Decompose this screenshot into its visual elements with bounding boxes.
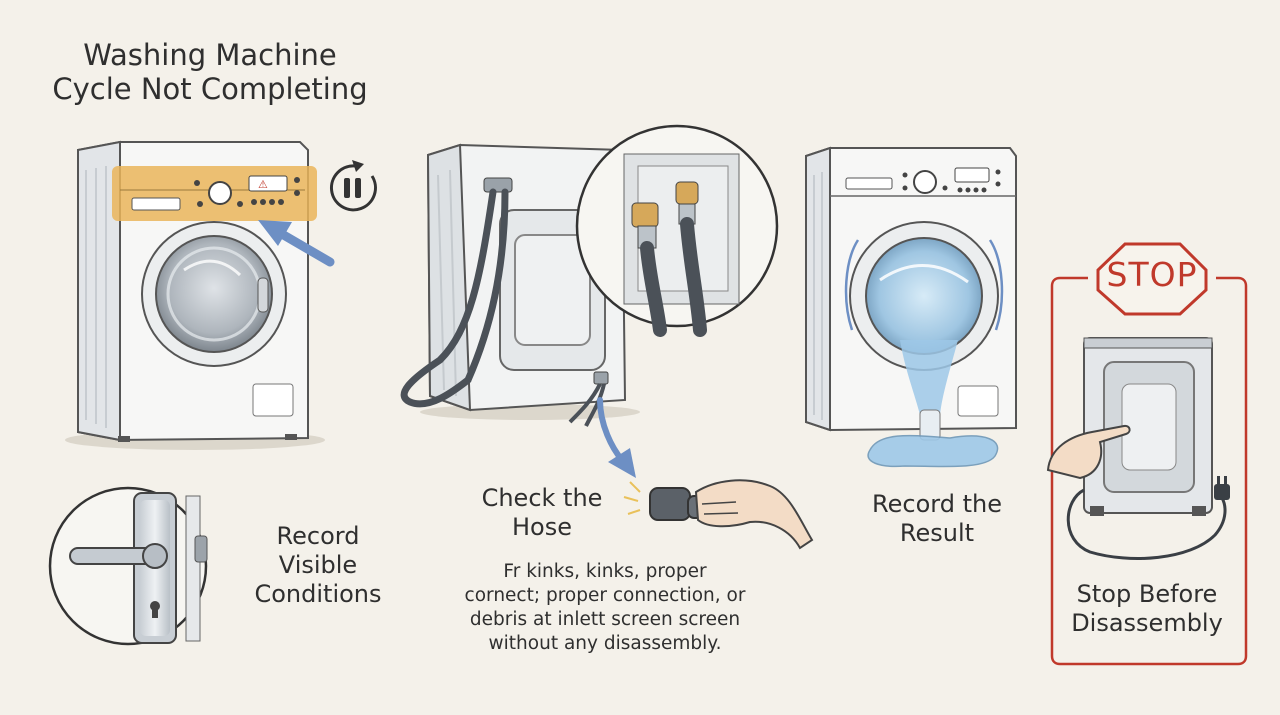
step-label-line: Record the (872, 490, 1002, 518)
note-line: cornect; proper connection, or (464, 585, 746, 607)
washer-panel-illustration (1083, 337, 1213, 516)
step-stop-label: Stop Before Disassembly (1062, 580, 1232, 638)
door-handle-icon (48, 486, 208, 646)
hand-holding-flashlight (694, 479, 814, 550)
step-label-line: Stop Before (1076, 580, 1218, 608)
step-label-line: Record (276, 522, 360, 550)
power-plug-icon (1066, 476, 1230, 560)
title-line-1: Washing Machine (83, 38, 337, 72)
stop-sign-text: STOP (1106, 255, 1198, 294)
step-label-line: Conditions (254, 579, 382, 608)
note-line: debris at inlett screen screen (469, 609, 741, 631)
stop-panel (1050, 276, 1248, 666)
step-check-hose-label: Check the Hose (462, 484, 622, 542)
check-hose-note: Fr kinks, kinks, proper cornect; proper … (450, 560, 760, 656)
note-line: without any disassembly. (488, 633, 722, 655)
stop-sign-icon (1096, 242, 1208, 316)
step-record-result-label: Record the Result (852, 490, 1022, 548)
pause-restart-icon (330, 160, 377, 212)
hand-pointer-icon (1046, 424, 1131, 480)
step-label-line: Visible (278, 550, 358, 579)
step-label-line: Disassembly (1071, 608, 1223, 637)
step-record-visible-label: Record Visible Conditions (248, 522, 388, 608)
page-title: Washing Machine Cycle Not Completing (40, 38, 380, 106)
step-label-line: Check the (481, 484, 603, 512)
title-line-2: Cycle Not Completing (52, 72, 368, 107)
washer-back-machine (400, 143, 640, 427)
step-label-line: Result (899, 518, 975, 547)
note-line: Fr kinks, kinks, proper (503, 561, 707, 582)
step-label-line: Hose (512, 512, 572, 541)
water-leak (867, 340, 999, 468)
washer-front-machine: ⚠ (65, 140, 325, 450)
svg-text:⚠: ⚠ (258, 178, 268, 191)
pointer-arrow (258, 220, 335, 267)
washer-leaking-machine (805, 146, 1017, 432)
down-arrow (597, 397, 636, 478)
hose-connection-zoom (575, 124, 779, 337)
